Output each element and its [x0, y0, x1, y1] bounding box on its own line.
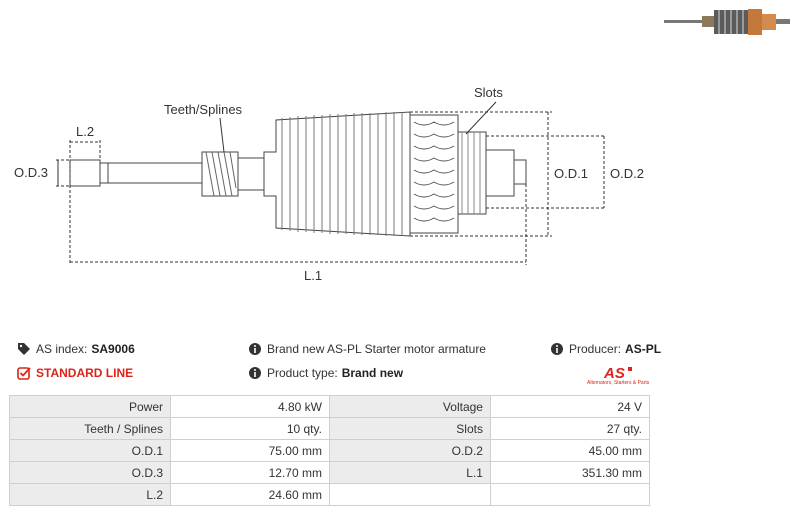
- product-type-label: Product type:: [267, 366, 338, 380]
- checkbox-checked-icon: [17, 367, 31, 380]
- info-icon: [551, 343, 563, 355]
- producer: Producer: AS-PL: [550, 342, 661, 356]
- spec-label: Power: [8, 395, 172, 418]
- label-slots: Slots: [474, 85, 503, 100]
- spec-value: 24 V: [489, 395, 651, 418]
- description-text: Brand new AS-PL Starter motor armature: [267, 342, 486, 356]
- spec-value: 12.70 mm: [170, 461, 330, 484]
- product-description: Brand new AS-PL Starter motor armature: [248, 342, 486, 356]
- tag-icon: [18, 343, 30, 355]
- spec-label: O.D.3: [8, 461, 172, 484]
- product-type: Product type: Brand new: [248, 366, 403, 380]
- spec-value: 75.00 mm: [170, 439, 330, 462]
- info-icon: [249, 343, 261, 355]
- label-l2: L.2: [76, 124, 94, 139]
- spec-label: [328, 483, 491, 506]
- as-index-label: AS index:: [36, 342, 88, 356]
- label-od1: O.D.1: [554, 166, 588, 181]
- label-teeth-splines: Teeth/Splines: [164, 102, 243, 117]
- spec-label: O.D.1: [8, 439, 172, 462]
- logo-text: AS: [603, 365, 625, 382]
- standard-line: STANDARD LINE: [17, 366, 133, 380]
- product-type-value: Brand new: [341, 366, 404, 380]
- logo-tagline: Alternators, Starters & Parts: [587, 380, 650, 386]
- spec-value: 10 qty.: [170, 417, 330, 440]
- spec-value: 351.30 mm: [489, 461, 651, 484]
- standard-line-text: STANDARD LINE: [36, 366, 134, 380]
- spec-label: Voltage: [328, 395, 491, 418]
- as-index-value: SA9006: [91, 342, 135, 356]
- label-od2: O.D.2: [610, 166, 644, 181]
- spec-value: [489, 483, 651, 506]
- spec-value: 4.80 kW: [170, 395, 330, 418]
- spec-label: Teeth / Splines: [8, 417, 172, 440]
- info-icon: [249, 367, 261, 379]
- producer-label: Producer:: [569, 342, 622, 356]
- label-l1: L.1: [304, 268, 322, 283]
- product-thumbnail[interactable]: [662, 4, 794, 40]
- spec-label: L.1: [328, 461, 491, 484]
- as-index: AS index: SA9006: [17, 342, 135, 356]
- spec-label: L.2: [8, 483, 172, 506]
- spec-label: Slots: [328, 417, 491, 440]
- spec-label: O.D.2: [328, 439, 491, 462]
- producer-value: AS-PL: [625, 342, 662, 356]
- label-od3: O.D.3: [14, 165, 48, 180]
- spec-value: 45.00 mm: [489, 439, 651, 462]
- armature-diagram: Teeth/Splines Slots L.2 O.D.3 O.D.1 O.D.…: [14, 85, 644, 283]
- spec-value: 27 qty.: [489, 417, 651, 440]
- spec-value: 24.60 mm: [170, 483, 330, 506]
- as-pl-logo: AS: [603, 365, 632, 382]
